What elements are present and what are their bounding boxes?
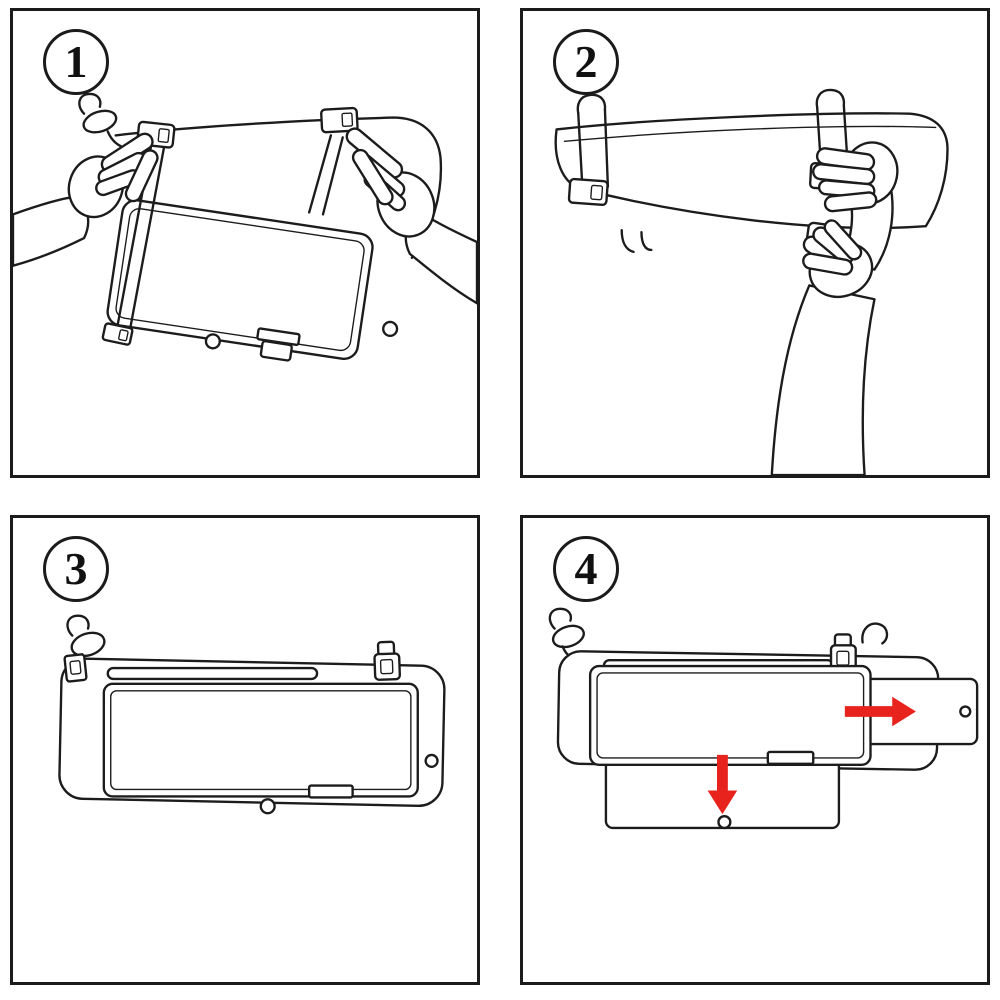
upper-hand — [812, 141, 899, 271]
step-panel-1: 1 — [10, 8, 480, 478]
step-number-badge-1: 1 — [43, 29, 109, 95]
step-number-3: 3 — [64, 543, 88, 594]
strap-end-buckle — [101, 322, 134, 346]
step-number-2: 2 — [574, 36, 598, 87]
left-strap-clamp — [63, 653, 88, 683]
step3-illustration-panel-mounted — [58, 614, 446, 815]
step1-illustration-hands-attaching-straps — [13, 92, 477, 362]
right-clip-buckle — [320, 106, 359, 134]
step-panel-2: 2 — [520, 8, 990, 478]
step-number-badge-4: 4 — [553, 536, 619, 602]
left-hand — [13, 132, 159, 267]
step2-illustration-wrapping-strap — [554, 88, 949, 475]
step-number-4: 4 — [574, 543, 598, 594]
step-number-badge-2: 2 — [553, 29, 619, 95]
step-panel-4: 4 — [520, 515, 990, 985]
visor-outline — [78, 92, 443, 337]
right-hook-clip — [829, 633, 857, 673]
organizer-panel — [588, 664, 872, 766]
slide-right-arrow — [844, 696, 916, 727]
step-panel-3: 3 — [10, 515, 480, 985]
forearm — [770, 284, 876, 475]
step4-illustration-panels-extending — [548, 607, 979, 830]
side-extension-panel — [862, 677, 979, 746]
right-hand — [345, 127, 477, 305]
lower-hand — [802, 219, 874, 299]
step-number-1: 1 — [64, 36, 88, 87]
organizer-panel — [106, 199, 374, 362]
right-hook-clip — [373, 640, 402, 681]
step-number-badge-3: 3 — [43, 536, 109, 602]
left-strap — [567, 93, 610, 207]
organizer-panel — [102, 682, 419, 815]
slide-down-arrow — [707, 754, 738, 815]
